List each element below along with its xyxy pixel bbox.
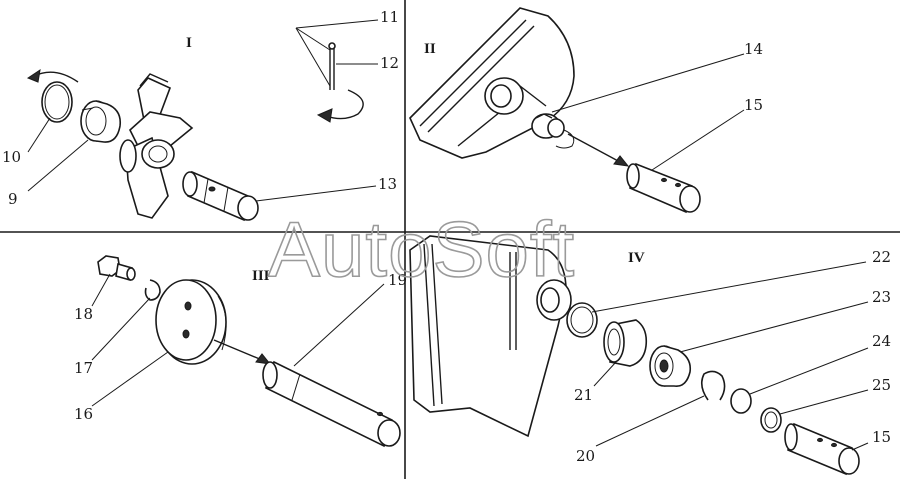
leader-23 [679,301,869,353]
part-16-plate [155,279,227,365]
label-16: 16 [74,405,93,423]
part-9-bearing [80,100,122,143]
assembly-arrowhead-III [255,353,272,365]
label-20: 20 [576,447,595,465]
rotation-arrowhead-left [26,68,41,83]
leader-11a [295,27,331,51]
panel-II: 14 15 [409,7,763,214]
leader-16 [91,351,169,407]
leader-15-II [651,109,745,171]
watermark-text: AutoSoft [268,205,575,293]
panel-label-II: II [424,41,436,57]
label-10: 10 [2,148,21,166]
rotation-arrow-left [33,71,79,83]
leader-17 [91,297,151,361]
panel-label-III: III [252,268,270,284]
label-21: 21 [574,386,593,404]
lever-bracket [119,73,194,219]
part-22-ring [566,302,598,338]
part-13-pin [182,170,259,222]
leader-20 [595,395,705,447]
label-11: 11 [380,8,399,26]
leader-24 [749,347,869,395]
part-21-bushing [603,319,648,367]
panel-I: 9 10 11 12 13 [2,8,399,222]
part-24-ring [730,388,752,414]
leader-21 [593,361,617,387]
label-15-bottom: 15 [872,428,891,446]
leader-22 [591,261,867,313]
rotation-arrow-right [325,89,364,120]
part-18-bolt [97,255,136,282]
part-10-snap-ring-inner [44,84,70,120]
label-15-top: 15 [744,96,763,114]
label-25: 25 [872,376,891,394]
panel-label-IV: IV [628,250,645,266]
label-12: 12 [380,54,399,72]
leader-13 [255,185,377,202]
leader-18 [91,273,111,307]
label-14: 14 [744,40,763,58]
part-14-fitting [531,113,575,149]
part-15-pin-IV [784,422,860,476]
leader-9 [27,139,89,192]
assembly-arrowhead-II [613,155,630,167]
part-12-cotter-pin [328,42,336,90]
leader-15-IV [851,442,869,451]
panel-label-I: I [186,35,192,51]
part-20-snap-ring [700,370,726,401]
label-18: 18 [74,305,93,323]
leader-25 [779,389,869,415]
leader-14 [551,53,745,113]
part-22-ring-inner [570,306,594,334]
part-25-ring [760,407,782,433]
leader-19 [293,283,385,367]
leader-11b [295,19,379,29]
label-24: 24 [872,332,891,350]
part-15-pin-II [626,162,701,214]
bucket-arm-IV [409,235,572,438]
label-23: 23 [872,288,891,306]
label-9: 9 [8,190,18,208]
part-23-bearing [649,345,692,388]
leader-10 [27,117,51,153]
part-17-washer [144,279,161,301]
rotation-arrowhead-right [316,108,333,123]
panel-III: 18 17 16 19 [74,255,407,448]
part-19-long-pin [262,360,401,448]
part-25-ring-inner [764,411,778,429]
label-13: 13 [378,175,397,193]
leader-11c [295,27,331,87]
assembly-arrow-III [213,339,263,361]
panel-IV: 22 23 24 25 15 21 20 [409,235,891,476]
label-17: 17 [74,359,93,377]
label-19: 19 [388,271,407,289]
assembly-arrow-II [567,133,621,163]
part-10-snap-ring [41,81,73,123]
label-22: 22 [872,248,891,266]
